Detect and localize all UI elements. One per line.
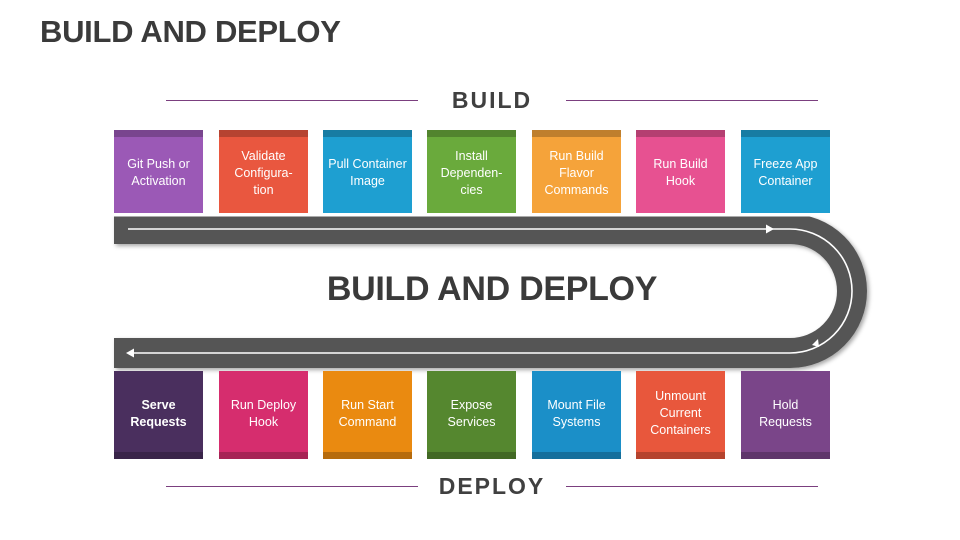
step-label: Freeze App Container (753, 157, 818, 188)
road-arrow-curve (812, 339, 819, 347)
build-label: BUILD (451, 87, 533, 113)
page-title: BUILD AND DEPLOY (40, 14, 341, 49)
deploy-step-5: Mount File Systems (532, 371, 621, 459)
build-step-6: Run Build Hook (636, 130, 725, 213)
step-label: Validate Configura- tion (234, 148, 293, 197)
build-rule-right (566, 100, 818, 101)
step-label: Expose Services (447, 397, 496, 429)
road-arrow-left (126, 348, 134, 358)
deploy-step-2: Run Deploy Hook (219, 371, 308, 459)
deploy-label: DEPLOY (438, 473, 546, 499)
build-step-2: Validate Configura- tion (219, 130, 308, 213)
step-label: Serve Requests (130, 397, 187, 429)
deploy-step-1: Serve Requests (114, 371, 203, 459)
build-step-5: Run Build Flavor Commands (532, 130, 621, 213)
step-label: Hold Requests (759, 397, 812, 429)
deploy-step-6: Unmount Current Containers (636, 371, 725, 459)
deploy-step-3: Run Start Command (323, 371, 412, 459)
step-label: Install Dependen- cies (440, 148, 503, 197)
road-center-line (128, 228, 853, 354)
step-label: Unmount Current Containers (650, 389, 711, 437)
step-label: Git Push or Activation (127, 157, 190, 188)
center-title: BUILD AND DEPLOY (326, 270, 658, 308)
deploy-rule-right (566, 486, 818, 487)
build-step-7: Freeze App Container (741, 130, 830, 213)
road-arrow-right (766, 224, 774, 234)
build-step-1: Git Push or Activation (114, 130, 203, 213)
step-label: Run Deploy Hook (230, 397, 297, 429)
deploy-step-7: Hold Requests (741, 371, 830, 459)
build-step-4: Install Dependen- cies (427, 130, 516, 213)
step-label: Run Build Flavor Commands (544, 148, 609, 197)
deploy-rule-left (166, 486, 418, 487)
build-rule-left (166, 100, 418, 101)
deploy-step-4: Expose Services (427, 371, 516, 459)
step-label: Run Start Command (338, 397, 397, 429)
step-label: Mount File Systems (547, 397, 606, 429)
step-label: Run Build Hook (653, 157, 708, 188)
step-label: Pull Container Image (328, 157, 407, 188)
build-step-3: Pull Container Image (323, 130, 412, 213)
